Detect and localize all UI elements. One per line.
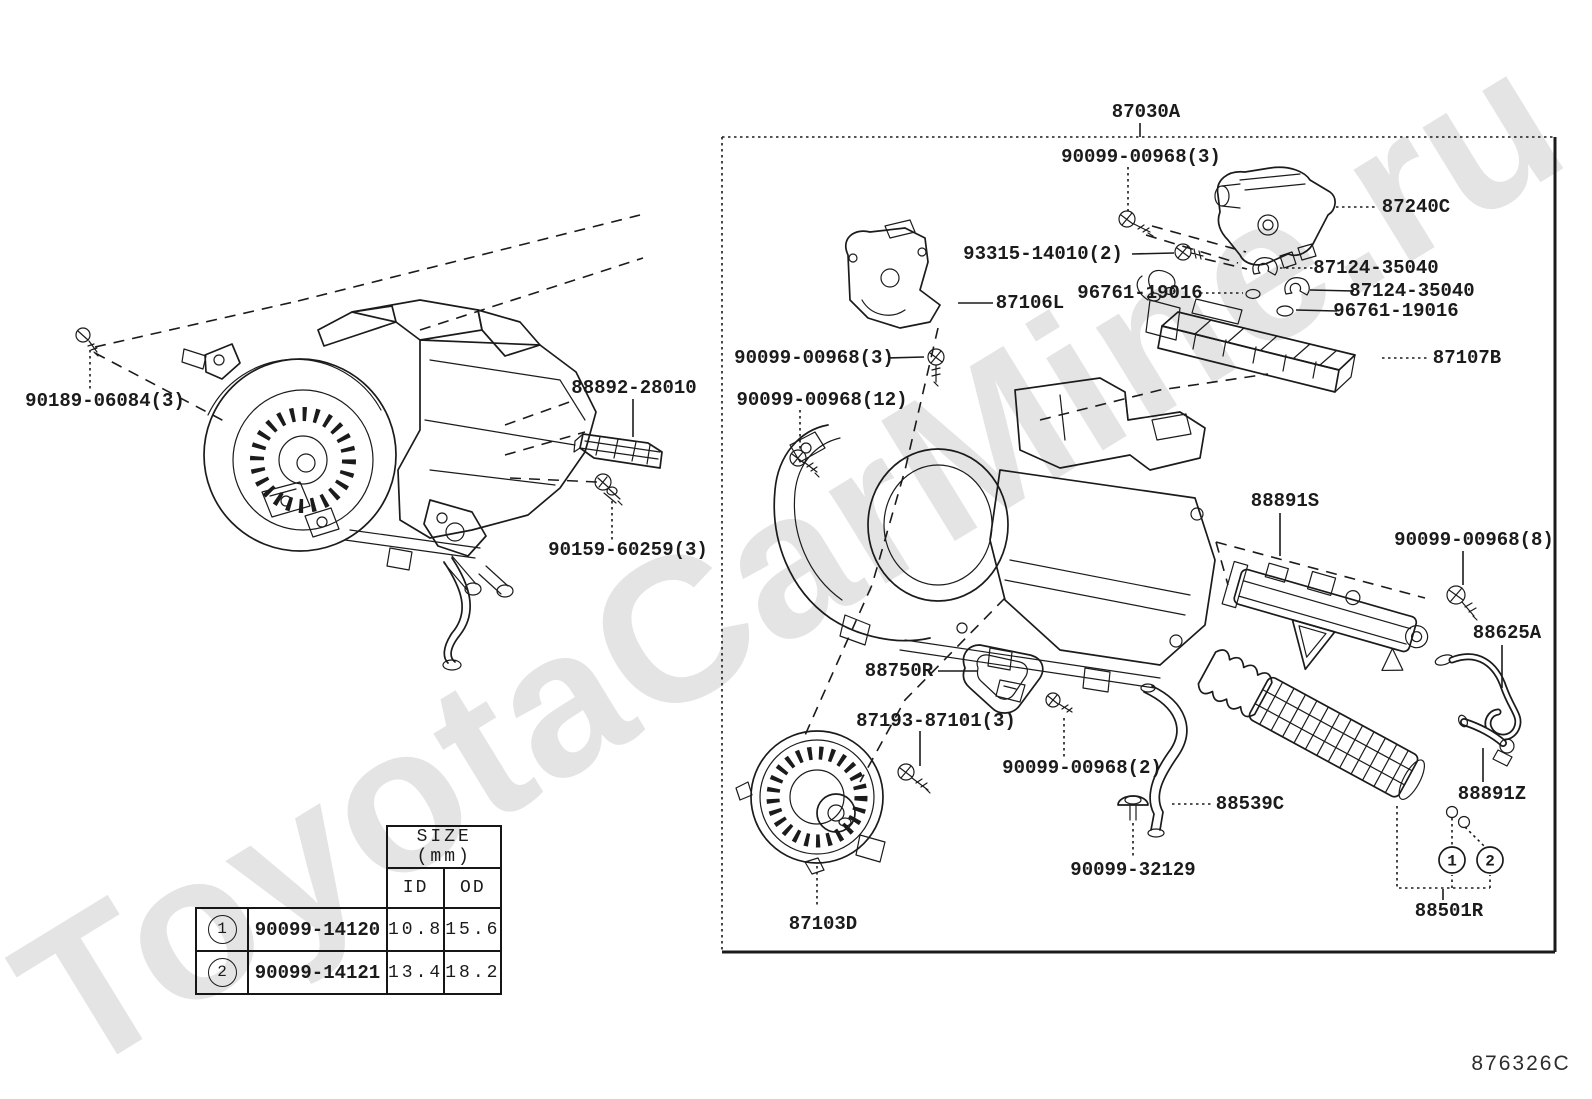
part-label-88501R: 88501R <box>1414 900 1484 922</box>
oring-small-2-drawing <box>1457 815 1471 829</box>
size-table-col-od: OD <box>443 867 503 909</box>
part-label-88750R: 88750R <box>864 660 934 682</box>
od-cell: 15.6 <box>443 907 503 952</box>
part-label-87124-35040-b: 87124-35040 <box>1349 280 1475 302</box>
accordion-duct-drawing <box>1197 649 1273 718</box>
screw-90099-8-drawing <box>1446 585 1478 621</box>
svg-text:1: 1 <box>1447 853 1457 871</box>
size-table: SIZE (mm) ID OD 1 90099-14120 10.8 15.6 … <box>195 825 503 995</box>
clamp-87124-a-drawing <box>1252 257 1278 276</box>
water-valve-87240C-drawing <box>1214 166 1336 269</box>
part-label-93315-14010-2: 93315-14010(2) <box>963 243 1123 265</box>
figure-code: 876326C <box>1471 1052 1571 1075</box>
heater-core-87107B-drawing <box>1136 269 1356 393</box>
pipe-assembly-88891S-drawing <box>1221 560 1429 672</box>
part-label-87106L: 87106L <box>995 292 1065 314</box>
part-label-88891Z: 88891Z <box>1457 783 1527 805</box>
part-label-88892-28010: 88892-28010 <box>571 377 697 399</box>
part-label-90159-60259-3: 90159-60259(3) <box>548 539 708 561</box>
clamp-87124-b-drawing <box>1284 277 1310 296</box>
part-label-88539C: 88539C <box>1215 793 1285 815</box>
id-cell: 10.8 <box>385 907 446 952</box>
screw-90159-drawing <box>594 473 623 506</box>
part-label-96761-19016-b: 96761-19016 <box>1333 300 1459 322</box>
ribbed-tube-drawing <box>1248 676 1425 800</box>
id-cell: 13.4 <box>385 950 446 995</box>
blower-motor-87103D-drawing <box>735 730 886 875</box>
ring-callout-2: 2 <box>1476 846 1504 874</box>
screw-90099-mid-drawing <box>927 348 945 387</box>
screw-87193-drawing <box>897 763 931 794</box>
svg-text:2: 2 <box>1485 853 1495 871</box>
screw-90099-top-drawing <box>1118 210 1154 237</box>
projection-lines-left <box>94 214 644 483</box>
servo-87106L-drawing <box>845 219 941 329</box>
part-label-90099-00968-3-top: 90099-00968(3) <box>1061 146 1221 168</box>
size-table-row-1: 1 90099-14120 10.8 15.6 <box>195 907 503 952</box>
hose-88539C-drawing <box>1140 683 1188 838</box>
part-label-88625A: 88625A <box>1472 622 1542 644</box>
part-number-cell: 90099-14120 <box>247 907 388 952</box>
part-number-cell: 90099-14121 <box>247 950 388 995</box>
projection-lines-88891S <box>1215 541 1426 599</box>
part-label-90099-00968-12: 90099-00968(12) <box>736 389 908 411</box>
part-label-87103D: 87103D <box>788 913 858 935</box>
heater-unit-assembly-drawing <box>181 299 597 671</box>
projection-lines-box <box>801 225 1269 783</box>
part-label-90099-00968-2: 90099-00968(2) <box>1002 757 1162 779</box>
pipe-88891Z-drawing <box>1457 714 1515 767</box>
part-label-87124-35040-a: 87124-35040 <box>1313 257 1439 279</box>
screw-90099-2-drawing <box>1045 692 1073 713</box>
od-cell: 18.2 <box>443 950 503 995</box>
size-table-row-2: 2 90099-14121 13.4 18.2 <box>195 950 503 995</box>
oring-96761-b-drawing <box>1276 305 1294 317</box>
part-label-90099-00968-8: 90099-00968(8) <box>1394 529 1554 551</box>
oring-96761-a-drawing <box>1245 288 1261 300</box>
grommet-90099-32129-drawing <box>1117 795 1149 821</box>
resistor-88750R-drawing <box>962 644 1044 714</box>
pipe-88625A-drawing <box>1434 653 1522 741</box>
ring-callout-1: 1 <box>1438 846 1466 874</box>
part-label-90099-00968-3-mid: 90099-00968(3) <box>734 347 894 369</box>
part-label-87240C: 87240C <box>1381 196 1451 218</box>
part-label-87193-87101-3: 87193-87101(3) <box>856 710 1016 732</box>
filter-88892-drawing <box>573 433 663 469</box>
screw-93315-drawing <box>1174 243 1204 261</box>
oring-small-1-drawing <box>1445 805 1459 819</box>
rear-case-drawing <box>773 377 1216 693</box>
part-label-87030A: 87030A <box>1111 101 1181 123</box>
size-table-col-id: ID <box>385 867 446 909</box>
leader-lines <box>89 167 1503 907</box>
size-table-header: SIZE (mm) <box>385 825 503 869</box>
part-label-96761-19016-a: 96761-19016 <box>1077 282 1203 304</box>
ref-badge-2: 2 <box>207 958 237 987</box>
ref-badge-1: 1 <box>207 915 237 944</box>
part-label-90189-06084-3: 90189-06084(3) <box>25 390 185 412</box>
part-label-88891S: 88891S <box>1250 490 1320 512</box>
part-label-90099-32129: 90099-32129 <box>1070 859 1196 881</box>
part-label-87107B: 87107B <box>1432 347 1502 369</box>
exploded-view-box <box>721 123 1557 954</box>
screw-90189-drawing <box>75 327 99 357</box>
